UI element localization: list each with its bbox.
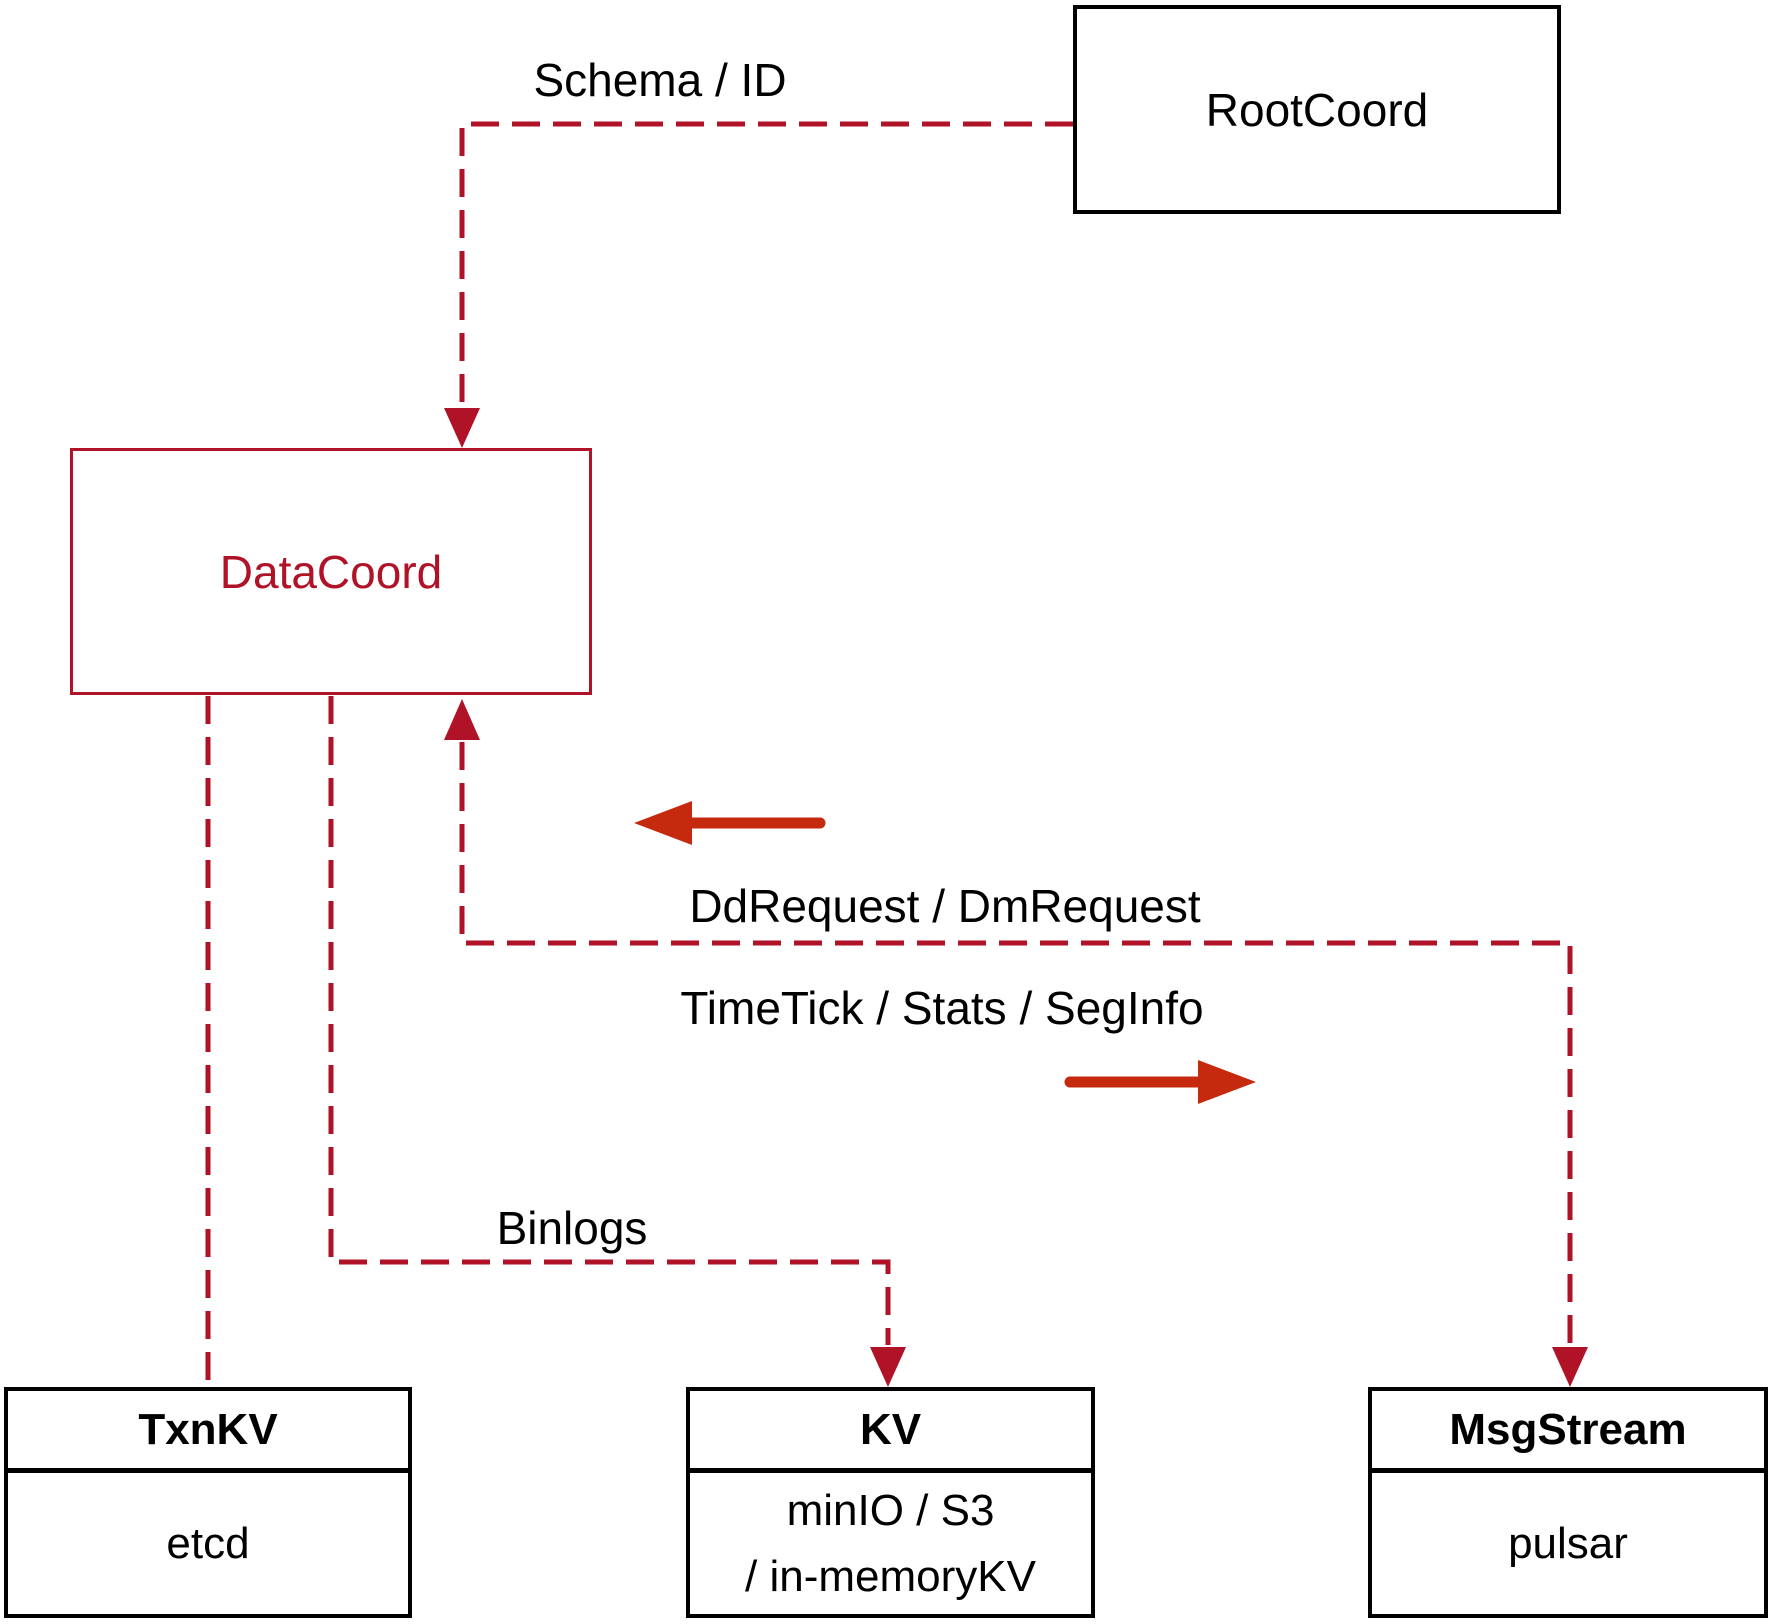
edge-datacoord-msgstream [444,699,1588,1387]
kv-title: KV [859,1404,922,1454]
kv-body-line1: minIO / S3 [786,1485,995,1535]
msgstream-title: MsgStream [1449,1404,1687,1454]
rootcoord-node: RootCoord [1073,5,1561,214]
kv-node: KV minIO / S3 / in-memoryKV [686,1387,1095,1618]
solid-arrow-left-icon [634,801,826,845]
txnkv-body-text: etcd [166,1518,250,1568]
txnkv-node: TxnKV etcd [4,1387,412,1618]
msgstream-body: pulsar [1372,1468,1764,1614]
edge-datacoord-to-kv-binlogs [328,696,906,1387]
edge-label-schema-id: Schema / ID [533,54,787,106]
solid-arrow-right-icon [1064,1060,1256,1104]
datacoord-node: DataCoord [70,448,592,695]
msgstream-node: MsgStream pulsar [1368,1387,1768,1618]
kv-body: minIO / S3 / in-memoryKV [690,1468,1091,1614]
arrowhead-up-into-datacoord-bottom [444,699,480,740]
rootcoord-label: RootCoord [1205,83,1429,136]
edge-label-ddrequest-dmrequest: DdRequest / DmRequest [689,880,1201,932]
txnkv-title: TxnKV [138,1404,278,1454]
edge-rootcoord-to-datacoord [444,121,1073,448]
arrowhead-down-into-kv-top [870,1347,906,1387]
msgstream-body-text: pulsar [1508,1518,1628,1568]
arrowhead-down-into-msgstream-top [1552,1347,1588,1387]
kv-body-line2: / in-memoryKV [745,1551,1036,1601]
arrowhead-down-into-datacoord-top [444,408,480,448]
datacoord-label: DataCoord [219,545,443,598]
txnkv-body: etcd [8,1468,408,1614]
edge-label-timetick-stats-seginfo: TimeTick / Stats / SegInfo [680,982,1204,1034]
edge-label-binlogs: Binlogs [496,1202,648,1254]
